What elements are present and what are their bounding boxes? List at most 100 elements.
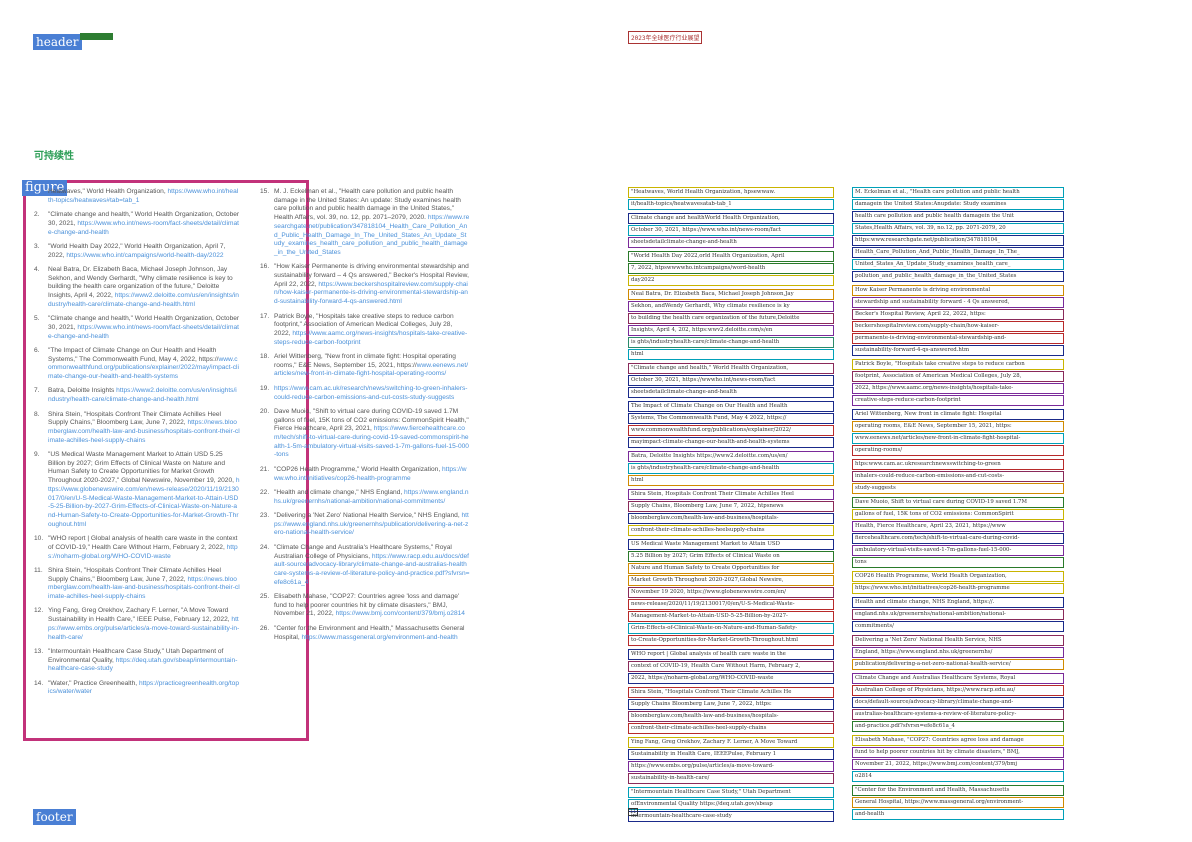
- scan-reference: "World Health Day 2022,orld Health Organ…: [628, 251, 834, 286]
- reference-citation: "Climate change and health," World Healt…: [48, 315, 240, 331]
- scan-text-line: Australian College of Physicians, https:…: [852, 685, 1064, 696]
- reference-link[interactable]: https://www.who.int/news-room/fact-sheet…: [48, 219, 239, 236]
- reference-link[interactable]: www.commonwealthfund.org/publications/ex…: [48, 355, 239, 381]
- scan-text-line: pollution_and_public_health_damage_in_th…: [852, 271, 1064, 282]
- scan-text-line: bloomberglaw.com/health-law-and-business…: [628, 711, 834, 722]
- scan-text-line: news-release/2020/11/19/2130017/0/en/U-S…: [628, 599, 834, 610]
- scan-text-line: htps:www.cam.ac.ukresearchnewsswitching-…: [852, 459, 1064, 470]
- scan-text-line: publication/delivering-a-net-zero-nation…: [852, 659, 1064, 670]
- reference-text: "US Medical Waste Management Market to A…: [48, 451, 240, 529]
- reference-link[interactable]: https://www.who.int/initiatives/cop26-he…: [274, 465, 467, 482]
- scan-reference: htps:www.cam.ac.ukresearchnewsswitching-…: [852, 459, 1064, 494]
- reference-link[interactable]: https://www.globenewswire.com/en/news-re…: [48, 477, 240, 528]
- scan-text-line: inhalers-could-reduce-carbon-emissions-a…: [852, 471, 1064, 482]
- reference-link[interactable]: https://www.massgeneral.org/environment-…: [301, 633, 458, 641]
- reference-link[interactable]: https://www.fiercehealthcare.com/tech/sh…: [274, 425, 469, 459]
- reference-number: 3.: [34, 242, 40, 250]
- scan-text-line: confront-their-climate-achilles-heelsupp…: [628, 525, 834, 536]
- reference-link[interactable]: https://www.aamc.org/news-insights/hospi…: [274, 329, 468, 346]
- scan-text-line: www.commonwealthfund.org/publications/ex…: [628, 425, 834, 436]
- scan-text-line: WHO report | Global analysis of health c…: [628, 649, 834, 660]
- scan-text-line: United_States_An_Update_Study_examines_h…: [852, 259, 1064, 270]
- scan-text-line: context of COVID-19, Health Care Without…: [628, 661, 834, 672]
- reference-number: 19.: [260, 384, 270, 392]
- scan-reference: Neal Batra, Dr. Elizabeth Baca, Michael …: [628, 289, 834, 360]
- scan-text-line: is ghts/industryhealth-care/climate-chan…: [628, 337, 834, 348]
- reference-number: 7.: [34, 387, 40, 395]
- scan-reference: COP26 Health Programme, World Health Org…: [852, 571, 1064, 594]
- reference-item: 21."COP26 Health Programme," World Healt…: [260, 466, 470, 483]
- reference-link[interactable]: https://www.embs.org/pulse/articles/a-mo…: [48, 616, 240, 641]
- reference-link[interactable]: www.eenews.net/articles/new-front-in-cli…: [274, 361, 469, 378]
- scan-reference: Shira Stein, "Hospitals Confront Their C…: [628, 687, 834, 734]
- reference-item: 9."US Medical Waste Management Market to…: [34, 451, 240, 529]
- scan-text-line: Shira Stein, Hospitals Confront Their Cl…: [628, 489, 834, 500]
- scan-text-line: "Heatwaves, World Health Organization, h…: [628, 187, 834, 198]
- reference-text: "Water," Practice Greenhealth, https://p…: [48, 680, 240, 697]
- reference-number: 25.: [260, 593, 270, 600]
- scan-text-line: "Center for the Environment and Health, …: [852, 785, 1064, 796]
- reference-link[interactable]: https://practicegreenhealth.org/topics/w…: [48, 679, 240, 696]
- reference-link[interactable]: https://news.bloomberglaw.com/health-law…: [48, 419, 240, 444]
- reference-item: 15.M. J. Eckelman et al., "Health care p…: [260, 188, 470, 258]
- scan-reference: US Medical Waste Management Market to At…: [628, 539, 834, 646]
- scan-text-line: Health_Care_Pollution_And_Public_Health_…: [852, 247, 1064, 258]
- scan-text-line: Delivering a 'Net Zero' National Health …: [852, 635, 1064, 646]
- reference-citation: "COP26 Health Programme," World Health O…: [274, 465, 443, 473]
- reference-link[interactable]: https://www.england.nhs.uk/greenernhs/na…: [274, 488, 469, 505]
- header-chip: [80, 33, 113, 40]
- scan-text-line: footprint, Association of American Medic…: [852, 371, 1064, 382]
- reference-number: 2.: [34, 211, 40, 219]
- reference-link[interactable]: https://news.bloomberglaw.com/health-law…: [48, 575, 240, 600]
- reference-link[interactable]: https://www.who.int/campaigns/world-heal…: [66, 251, 224, 259]
- reference-citation: "Delivering a 'Net Zero' National Health…: [274, 512, 462, 519]
- reference-link[interactable]: https://www2.deloitte.com/us/en/insights…: [48, 292, 239, 308]
- scan-text-line: Management-Market-to-Attain-USD-5-25-Bil…: [628, 611, 834, 622]
- reference-link[interactable]: https://www.england.nhs.uk/greenernhs/pu…: [274, 512, 469, 537]
- scan-text-line: Ying Fang, Greg Orekhov, Zachary F. Lern…: [628, 737, 834, 748]
- scan-text-line: operating-rooms/: [852, 445, 1064, 456]
- reference-item: Heatwaves," World Health Organization, h…: [34, 188, 240, 205]
- reference-citation: Batra, Deloitte Insights: [48, 387, 117, 395]
- reference-link[interactable]: https://www.bmj.com/content/379/bmj.o281…: [335, 610, 465, 618]
- scan-text-line: day2022: [628, 275, 834, 286]
- reference-text: "WHO report | Global analysis of health …: [48, 535, 240, 561]
- reference-number: 5.: [34, 315, 40, 323]
- reference-item: 16."How Kaiser Permanente is driving env…: [260, 263, 470, 307]
- reference-item: 4.Neal Batra, Dr. Elizabeth Baca, Michae…: [34, 266, 240, 310]
- reference-citation: "How Kaiser Permanente is driving enviro…: [274, 263, 469, 288]
- scan-reference: Climate change and healthWorld Health Or…: [628, 213, 834, 248]
- reference-number: 17.: [260, 312, 270, 320]
- scan-text-line: Systems, The Commonwealth Fund, May 4 20…: [628, 413, 834, 424]
- reference-link[interactable]: https://www.beckershospitalreview.com/su…: [274, 280, 468, 306]
- scan-text-line: beckershospitalreview.com/supply-chain/h…: [852, 321, 1064, 332]
- scan-text-line: Dave Muoio, Shift to virtual care during…: [852, 497, 1064, 508]
- reference-number: 10.: [34, 535, 44, 543]
- scan-text-line: Sustainability in Health Care, IEEEPulse…: [628, 749, 834, 760]
- reference-number: 4.: [34, 265, 40, 273]
- reference-link[interactable]: https://deq.utah.gov/sbeap/intermountain…: [48, 656, 238, 673]
- reference-item: 17.Patrick Boyle, "Hospitals take creati…: [260, 313, 470, 348]
- scan-text-line: https:www.researchgate.net/publication/3…: [852, 235, 1064, 246]
- reference-column-left: Heatwaves," World Health Organization, h…: [34, 188, 240, 703]
- reference-link[interactable]: https://www.who.int/news-room/fact-sheet…: [48, 323, 239, 340]
- scan-reference: Ariel Wittenberg, New front in climate f…: [852, 409, 1064, 456]
- reference-link[interactable]: https://noharm-global.org/WHO-COVID-wast…: [48, 543, 238, 560]
- reference-link[interactable]: https://www.researchgate.net/publication…: [274, 214, 470, 256]
- scan-reference: Elisabeth Mahase, "COP27: Countries agre…: [852, 735, 1064, 782]
- scan-text-line: The Impact of Climate Change on Our Heal…: [628, 401, 834, 412]
- scan-reference: How Kaiser Permanente is driving environ…: [852, 285, 1064, 356]
- reference-link[interactable]: https://www.cam.ac.uk/research/news/swit…: [274, 384, 468, 401]
- scan-text-line: General Hospital, https://www.massgenera…: [852, 797, 1064, 808]
- reference-number: 15.: [260, 188, 270, 195]
- scan-text-line: Ariel Wittenberg, New front in climate f…: [852, 409, 1064, 420]
- reference-link[interactable]: https://www2.deloitte.com/us/en/insights…: [48, 387, 237, 404]
- reference-link[interactable]: https://www.racp.edu.au/docs/default-sou…: [274, 552, 470, 586]
- scan-reference: Patrick Boyle, "Hospitals take creative …: [852, 359, 1064, 406]
- reference-number: 6.: [34, 346, 40, 354]
- reference-number: 12.: [34, 607, 44, 615]
- reference-link[interactable]: https://www.who.int/health-topics/heatwa…: [48, 188, 239, 204]
- scan-reference: Dave Muoio, Shift to virtual care during…: [852, 497, 1064, 568]
- reference-number: [34, 188, 48, 205]
- reference-text: "COP26 Health Programme," World Health O…: [274, 466, 470, 483]
